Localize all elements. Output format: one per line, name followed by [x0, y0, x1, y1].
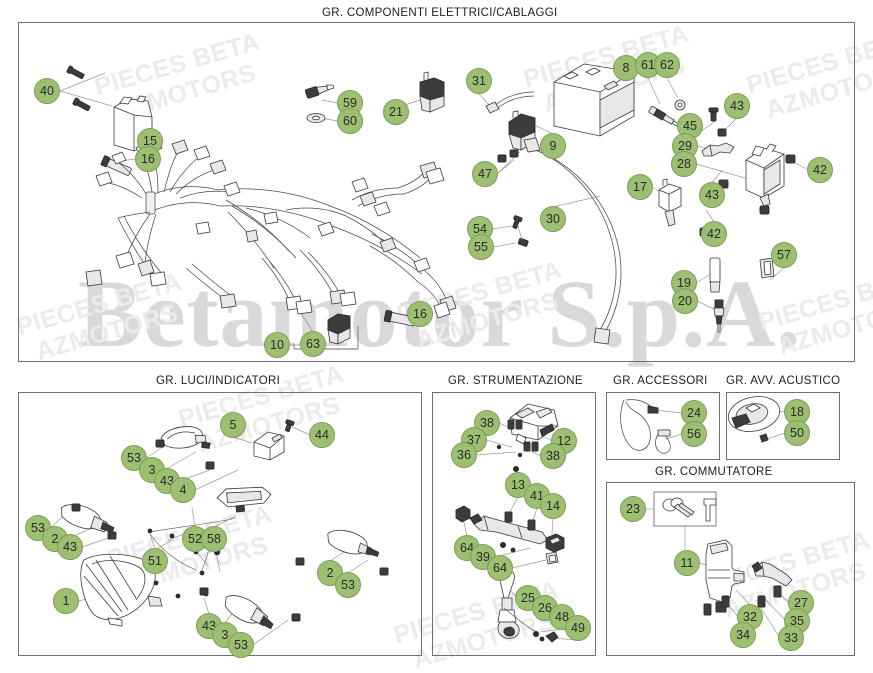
panel-acustico	[726, 392, 840, 460]
callout-commutatore-11[interactable]: 11	[674, 550, 700, 576]
panel-commutatore	[606, 482, 855, 656]
callout-strumentazione-38[interactable]: 38	[540, 443, 566, 469]
callout-elettrici-55[interactable]: 55	[468, 234, 494, 260]
callout-elettrici-20[interactable]: 20	[672, 288, 698, 314]
callout-elettrici-57[interactable]: 57	[771, 242, 797, 268]
callout-strumentazione-36[interactable]: 36	[451, 442, 477, 468]
callout-luci-58[interactable]: 58	[201, 526, 227, 552]
callout-elettrici-31[interactable]: 31	[466, 68, 492, 94]
callout-strumentazione-64[interactable]: 64	[487, 555, 513, 581]
callout-commutatore-23[interactable]: 23	[620, 496, 646, 522]
panel-title-luci: GR. LUCI/INDICATORI	[152, 375, 285, 387]
callout-elettrici-40[interactable]: 40	[34, 78, 60, 104]
callout-elettrici-63[interactable]: 63	[300, 331, 326, 357]
callout-strumentazione-49[interactable]: 49	[565, 615, 591, 641]
panel-title-strumentazione: GR. STRUMENTAZIONE	[444, 375, 587, 387]
callout-elettrici-60[interactable]: 60	[337, 108, 363, 134]
callout-accessori-24[interactable]: 24	[681, 400, 707, 426]
callout-commutatore-33[interactable]: 33	[778, 625, 804, 651]
callout-elettrici-42[interactable]: 42	[701, 221, 727, 247]
callout-elettrici-43[interactable]: 43	[724, 93, 750, 119]
callout-elettrici-10[interactable]: 10	[264, 332, 290, 358]
callout-acustico-50[interactable]: 50	[784, 420, 810, 446]
callout-elettrici-16[interactable]: 16	[407, 301, 433, 327]
callout-luci-51[interactable]: 51	[142, 548, 168, 574]
callout-elettrici-47[interactable]: 47	[472, 161, 498, 187]
panel-title-elettrici: GR. COMPONENTI ELETTRICI/CABLAGGI	[318, 7, 562, 19]
callout-elettrici-21[interactable]: 21	[383, 99, 409, 125]
callout-luci-1[interactable]: 1	[53, 588, 79, 614]
panel-title-accessori: GR. ACCESSORI	[609, 375, 712, 387]
callout-luci-53[interactable]: 53	[228, 632, 254, 658]
callout-elettrici-17[interactable]: 17	[627, 174, 653, 200]
callout-elettrici-62[interactable]: 62	[654, 52, 680, 78]
callout-strumentazione-14[interactable]: 14	[540, 493, 566, 519]
callout-elettrici-30[interactable]: 30	[540, 206, 566, 232]
callout-elettrici-9[interactable]: 9	[540, 133, 566, 159]
callout-luci-5[interactable]: 5	[220, 412, 246, 438]
callout-acustico-18[interactable]: 18	[784, 399, 810, 425]
callout-luci-53[interactable]: 53	[335, 572, 361, 598]
panel-strumentazione	[432, 392, 596, 656]
callout-elettrici-28[interactable]: 28	[671, 151, 697, 177]
callout-accessori-56[interactable]: 56	[681, 421, 707, 447]
callout-elettrici-43[interactable]: 43	[699, 182, 725, 208]
panel-luci	[18, 392, 422, 656]
panel-title-acustico: GR. AVV. ACUSTICO	[722, 375, 845, 387]
callout-elettrici-42[interactable]: 42	[807, 157, 833, 183]
panel-elettrici	[18, 22, 855, 362]
callout-elettrici-16[interactable]: 16	[135, 146, 161, 172]
panel-title-commutatore: GR. COMMUTATORE	[651, 466, 777, 478]
callout-luci-43[interactable]: 43	[57, 534, 83, 560]
panel-accessori	[606, 392, 720, 460]
callout-luci-4[interactable]: 4	[170, 477, 196, 503]
callout-commutatore-34[interactable]: 34	[730, 622, 756, 648]
callout-luci-44[interactable]: 44	[309, 422, 335, 448]
